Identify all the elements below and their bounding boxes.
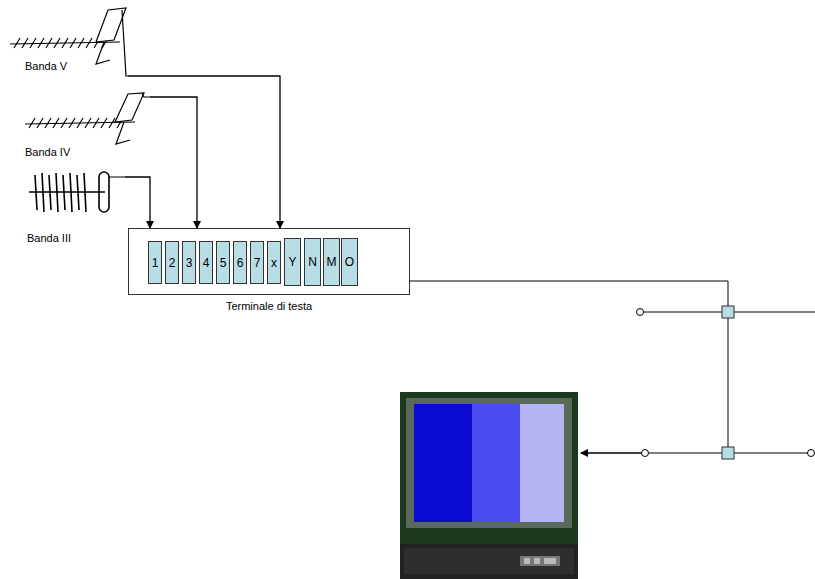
amplifier-module: Y [284,238,301,286]
module-label: 2 [169,256,176,270]
outlet [642,450,649,457]
module-label: 3 [186,256,193,270]
outlet [637,309,644,316]
splitter [722,447,734,459]
amplifier-module: 3 [182,241,196,284]
yagi-antenna: Banda III [25,170,125,250]
amplifier-module: x [267,241,281,284]
module-label: Y [288,255,296,269]
module-label: 6 [237,256,244,270]
terminal-label: Terminale di testa [129,300,409,313]
module-label: M [327,255,337,269]
module-label: O [345,255,354,269]
band-label: Banda III [27,232,71,245]
amplifier-module: 6 [233,241,247,284]
module-label: 7 [254,256,261,270]
module-label: N [308,255,317,269]
module-label: 1 [152,256,159,270]
amplifier-module: 5 [216,241,230,284]
band-label: Banda IV [25,146,70,159]
module-label: x [271,256,277,270]
amplifier-module: O [341,238,358,286]
feed-cable [150,97,197,228]
amplifier-module: N [304,238,321,286]
amplifier-module: 7 [250,241,264,284]
module-label: 5 [220,256,227,270]
amplifier-module: 2 [165,241,179,284]
television [400,392,578,579]
uhf-antenna: Banda V [8,2,128,80]
amplifier-module: 4 [199,241,213,284]
band-label: Banda V [25,60,67,73]
amplifier-module: M [323,238,340,286]
head-end-terminal: Terminale di testa1234567xYNMO [128,228,410,295]
uhf-antenna: Banda IV [20,90,150,162]
feed-cable [125,177,150,228]
module-label: 4 [203,256,210,270]
splitter [722,306,734,318]
outlet [808,450,815,457]
feed-cable [128,76,280,228]
amplifier-module: 1 [148,241,162,284]
